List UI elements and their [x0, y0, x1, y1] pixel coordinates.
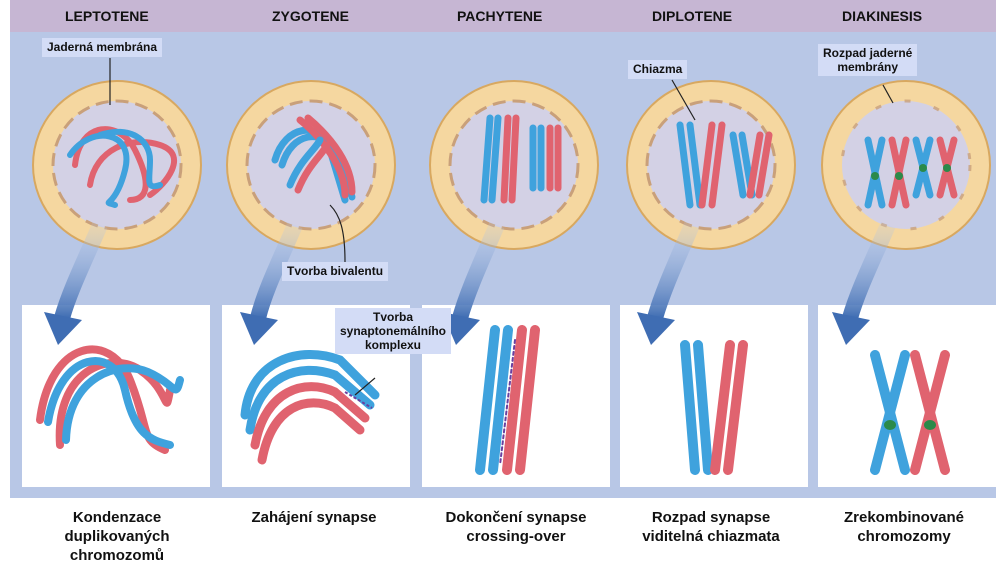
caption-diakinesis-line-2: chromozomy — [804, 527, 1002, 546]
detail-centromeres-diakinesis — [884, 420, 936, 430]
detail-chromosomes-diakinesis — [875, 355, 945, 470]
caption-leptotene: Kondenzace duplikovaných chromozomů — [17, 508, 217, 565]
caption-leptotene-line-2: duplikovaných — [17, 527, 217, 546]
detail-chromosomes-diplotene — [685, 345, 743, 470]
caption-diplotene-line-1: Rozpad synapse — [611, 508, 811, 527]
caption-leptotene-line-3: chromozomů — [17, 546, 217, 565]
caption-zygotene: Zahájení synapse — [214, 508, 414, 527]
label-membrane-breakdown-line-1: Rozpad jaderné — [823, 46, 912, 60]
label-nuclear-membrane: Jaderná membrána — [42, 38, 162, 57]
caption-pachytene-line-1: Dokončení synapse — [416, 508, 616, 527]
arrow-zygotene — [240, 225, 295, 345]
arrow-diakinesis — [832, 225, 888, 345]
nucleus-diplotene — [627, 81, 795, 249]
label-synaptonemal-line-1: Tvorba — [340, 310, 446, 324]
caption-zygotene-line-1: Zahájení synapse — [214, 508, 414, 527]
caption-leptotene-line-1: Kondenzace — [17, 508, 217, 527]
caption-diakinesis-line-1: Zrekombinované — [804, 508, 1002, 527]
caption-diplotene-line-2: viditelná chiazmata — [611, 527, 811, 546]
label-synaptonemal-complex: Tvorba synaptonemálního komplexu — [335, 308, 451, 354]
nucleus-diakinesis — [822, 81, 990, 249]
caption-pachytene: Dokončení synapse crossing-over — [416, 508, 616, 546]
label-bivalent-formation: Tvorba bivalentu — [282, 262, 388, 281]
detail-chromosomes-zygotene — [245, 355, 375, 460]
arrow-leptotene — [44, 225, 100, 345]
label-chiasma: Chiazma — [628, 60, 687, 79]
label-membrane-breakdown-line-2: membrány — [823, 60, 912, 74]
caption-diplotene: Rozpad synapse viditelná chiazmata — [611, 508, 811, 546]
detail-chromosomes-leptotene — [40, 349, 180, 450]
caption-diakinesis: Zrekombinované chromozomy — [804, 508, 1002, 546]
label-membrane-breakdown: Rozpad jaderné membrány — [818, 44, 917, 76]
caption-pachytene-line-2: crossing-over — [416, 527, 616, 546]
arrow-diplotene — [637, 225, 692, 345]
detail-chromosomes-pachytene — [480, 330, 535, 470]
label-synaptonemal-line-2: synaptonemálního — [340, 324, 446, 338]
label-synaptonemal-line-3: komplexu — [340, 338, 446, 352]
